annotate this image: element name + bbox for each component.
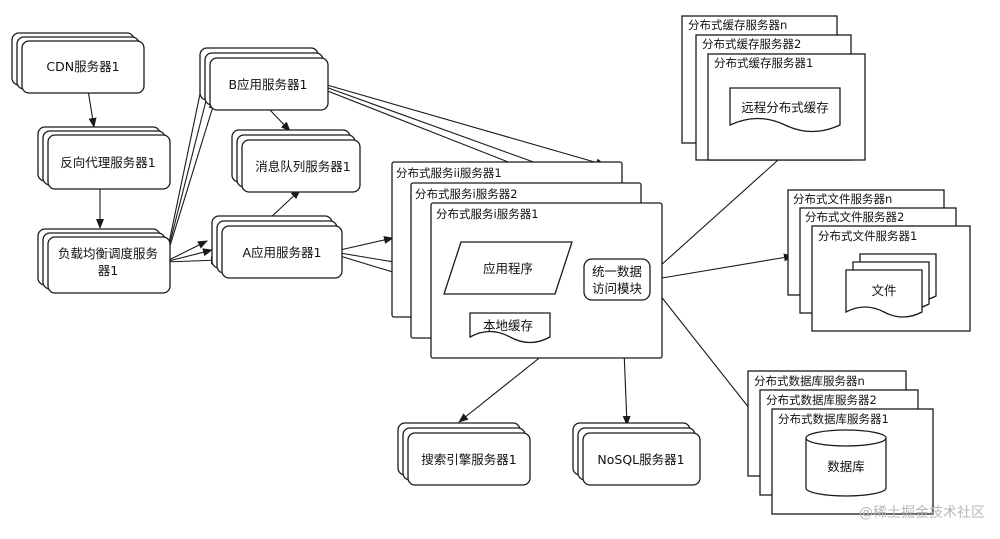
edge-lb-to-b-app-3 <box>164 99 217 263</box>
b-app-server-stack: B应用服务器1 <box>199 47 329 111</box>
distributed-file-stack: 分布式文件服务器n 分布式文件服务器2 分布式文件服务器1 文件 <box>787 189 971 332</box>
edge-cdn-to-proxy <box>87 89 97 128</box>
file-doc-shape <box>845 269 923 318</box>
db-1-label: 分布式数据库服务器1 <box>778 412 889 426</box>
nosql-stack: NoSQL服务器1 <box>572 422 701 486</box>
distributed-cache-stack: 分布式缓存服务器n 分布式缓存服务器2 分布式缓存服务器1 远程分布式缓存 <box>681 15 866 161</box>
db-n-label: 分布式数据库服务器n <box>754 374 865 388</box>
remote-cache-label: 远程分布式缓存 <box>741 100 829 115</box>
file-1-label: 分布式文件服务器1 <box>818 229 917 243</box>
file-label: 文件 <box>871 283 896 298</box>
edge-b-app-to-mq <box>269 109 291 132</box>
nosql-label: NoSQL服务器1 <box>597 452 684 467</box>
app-program-shape <box>443 241 573 295</box>
load-balancer-label-line2: 器1 <box>98 263 118 278</box>
db-2-label: 分布式数据库服务器2 <box>766 393 877 407</box>
distributed-database-stack: 分布式数据库服务器n 分布式数据库服务器2 分布式数据库服务器1 数据库 <box>747 370 934 515</box>
reverse-proxy-label: 反向代理服务器1 <box>60 155 155 170</box>
edge-lb-to-b-app-2 <box>164 84 212 263</box>
edge-b-app-to-svc-1 <box>319 82 606 167</box>
a-app-server-stack: A应用服务器1 <box>211 215 343 279</box>
file-2-label: 分布式文件服务器2 <box>805 210 904 224</box>
edge-lb-to-a-app-2 <box>164 248 213 263</box>
watermark: @稀土掘金技术社区 <box>859 505 985 521</box>
app-program-label: 应用程序 <box>483 261 533 276</box>
edge-lb-to-a-app-3 <box>164 256 221 265</box>
data-access-module <box>583 258 651 301</box>
cache-2-label: 分布式缓存服务器2 <box>702 37 801 51</box>
edge-a-app-to-mq <box>267 189 301 221</box>
edge-data-access-to-db <box>651 284 758 419</box>
load-balancer-label-line1: 负载均衡调度服务 <box>58 246 158 261</box>
a-app-server-label: A应用服务器1 <box>242 245 321 260</box>
distributed-service-stack: 分布式服务ii服务器1 分布式服务i服务器2 分布式服务i服务器1 应用程序 本… <box>391 161 663 359</box>
message-queue-stack: 消息队列服务器1 <box>231 129 361 193</box>
service-i1-label: 分布式服务i服务器1 <box>436 207 539 221</box>
edge-data-access-to-file <box>649 253 794 281</box>
cdn-server-stack: CDN服务器1 <box>11 32 145 94</box>
search-engine-stack: 搜索引擎服务器1 <box>397 422 531 486</box>
service-ii-label: 分布式服务ii服务器1 <box>396 166 502 180</box>
b-app-server-label: B应用服务器1 <box>228 77 307 92</box>
database-label: 数据库 <box>827 459 865 474</box>
search-engine-label: 搜索引擎服务器1 <box>421 452 516 467</box>
edge-lb-to-a-app-1 <box>164 240 208 263</box>
remote-cache-shape <box>729 87 841 133</box>
message-queue-label: 消息队列服务器1 <box>255 159 350 174</box>
data-access-label-line1: 统一数据 <box>592 264 642 279</box>
local-cache-label: 本地缓存 <box>483 318 533 333</box>
cache-n-label: 分布式缓存服务器n <box>688 18 787 32</box>
local-cache-shape <box>469 312 551 344</box>
service-i2-label: 分布式服务i服务器2 <box>415 187 518 201</box>
file-n-label: 分布式文件服务器n <box>793 192 892 206</box>
edge-data-access-to-cache <box>649 151 788 276</box>
database-cylinder-icon <box>805 429 887 497</box>
cdn-server-label: CDN服务器1 <box>46 59 119 74</box>
load-balancer-stack: 负载均衡调度服务 器1 <box>37 228 171 294</box>
edge-a-app-to-svc-1 <box>339 236 394 251</box>
cache-1-label: 分布式缓存服务器1 <box>714 56 813 70</box>
reverse-proxy-stack: 反向代理服务器1 <box>37 126 171 190</box>
data-access-label-line2: 访问模块 <box>592 281 643 296</box>
edge-lb-to-b-app-1 <box>164 69 208 263</box>
